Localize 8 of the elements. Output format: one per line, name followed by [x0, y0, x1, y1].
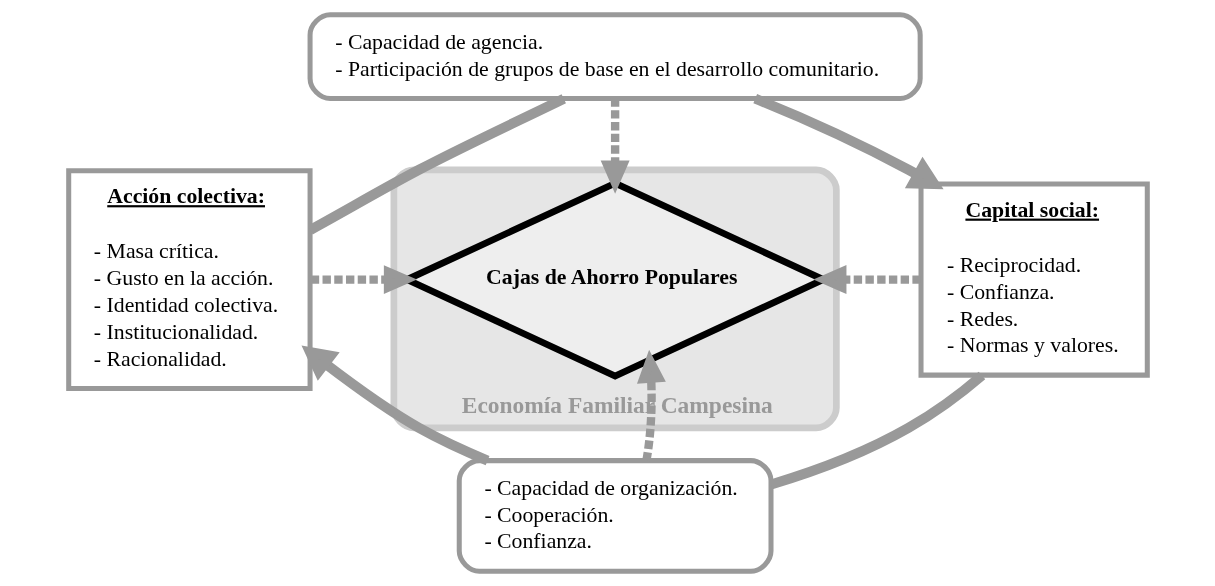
- arrow: [600, 98, 630, 194]
- arrow: [812, 265, 921, 295]
- node-box: - Capacidad de organización. - Cooperación. - Confianza.: [456, 458, 773, 574]
- node-box: Acción colectiva: - Masa crítica. - Gusto en la acción. - Identidad colectiva. - Institucionalidad. - Racionalidad.: [65, 168, 313, 392]
- node-box: Capital social: - Reciprocidad. - Confianza. - Redes. - Normas y valores.: [918, 181, 1150, 378]
- node-box: - Capacidad de agencia. - Participación de grupos de base en el desarrollo comunitario.: [307, 12, 923, 102]
- arrow: [310, 265, 417, 295]
- arrow: [752, 94, 944, 190]
